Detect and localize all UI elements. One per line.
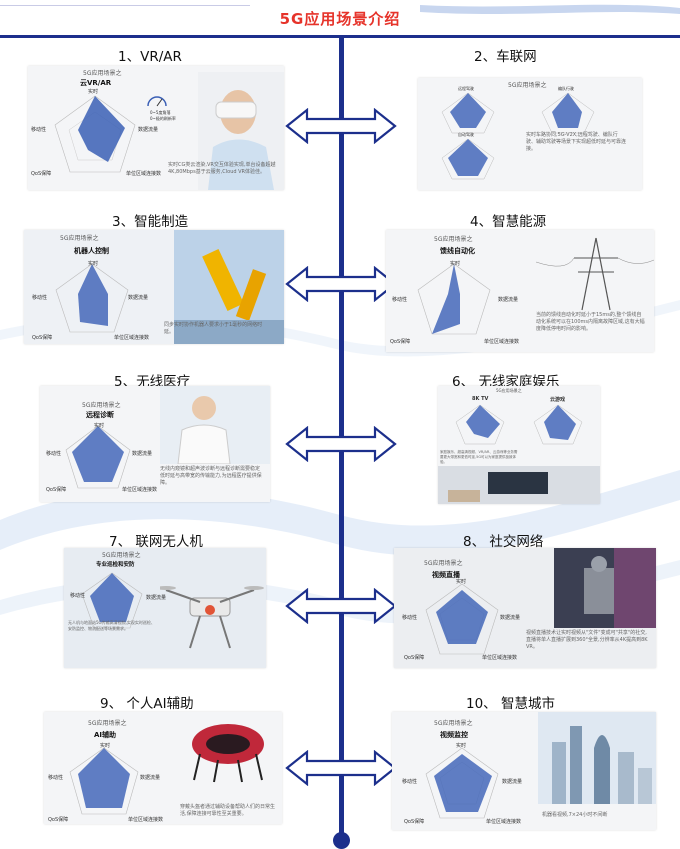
card-social-network: 5G应用场景之 视频直播 实时 数据流量 单位区域连接数 QoS保障 移动性 视… — [394, 548, 656, 668]
double-arrow-2 — [285, 266, 397, 302]
radar-chart-manufacturing — [55, 263, 129, 333]
double-arrow-3 — [285, 426, 397, 462]
item-title-drone: 7、 联网无人机 — [109, 534, 203, 550]
card-description: 实时车路协同,5G-V2X,远程驾驶、编队行驶、辅助驾驶等场景下实现超低时延与可… — [526, 132, 627, 152]
item-title-car-network: 2、车联网 — [474, 49, 537, 65]
item-title-smart-manufacturing: 3、智能制造 — [112, 214, 189, 230]
radar-chart-drone — [81, 572, 143, 629]
scene-caption: 5G应用场景之 — [83, 70, 122, 77]
living-room-photo — [438, 466, 600, 504]
helmet-photo — [192, 724, 264, 783]
item-title-vr-ar: 1、VR/AR — [118, 49, 182, 65]
city-skyline-photo — [538, 712, 656, 804]
card-home-entertainment: 5G应用场景之 8K TV 云游戏 家庭娱乐、超高清视频、VR/AR、云游戏等业… — [438, 386, 600, 504]
scene-subtitle: 云VR/AR — [80, 79, 112, 87]
item-title-ai-assist: 9、 个人AI辅助 — [100, 696, 194, 712]
radar-chart-car-3 — [441, 138, 495, 180]
gauge-icon — [147, 96, 167, 107]
radar-chart-energy — [417, 263, 491, 335]
page-title: 5G应用场景介绍 — [279, 10, 401, 28]
radar-chart-ai — [69, 747, 139, 815]
item-title-smart-city: 10、 智慧城市 — [466, 696, 555, 712]
power-tower-photo — [536, 237, 654, 311]
robot-arm-photo — [174, 230, 284, 344]
vr-headset-person-photo — [198, 72, 284, 190]
radar-chart-city — [425, 747, 499, 819]
card-ai-assist: 5G应用场景之 AI辅助 实时 数据流量 单位区域连接数 QoS保障 移动性 穿… — [44, 712, 282, 824]
card-smart-city: 5G应用场景之 视频监控 实时 数据流量 单位区域连接数 QoS保障 移动性 机… — [392, 712, 656, 830]
doctor-photo — [160, 386, 270, 464]
card-smart-energy: 5G应用场景之 馈线自动化 实时 数据流量 单位区域连接数 QoS保障 移动性 … — [386, 230, 654, 352]
card-description: 实时CG类云渲染,VR交互体验实现,单台设备超越4K,80Mbps基于云服务,C… — [168, 162, 276, 175]
radar-chart-vr — [54, 95, 136, 173]
live-stream-robot-photo — [554, 548, 656, 628]
card-smart-manufacturing: 5G应用场景之 机器人控制 实时 数据流量 单位区域连接数 QoS保障 移动性 … — [24, 230, 284, 344]
radar-chart-car-1 — [441, 92, 495, 134]
radar-chart-8k-tv — [455, 404, 505, 445]
card-wireless-medical: 5G应用场景之 远程诊断 实时 数据流量 单位区域连接数 QoS保障 移动性 无… — [40, 386, 270, 502]
radar-chart-medical — [65, 425, 131, 489]
double-arrow-1 — [285, 108, 397, 144]
drone-photo — [160, 586, 264, 649]
card-vr-ar: 5G应用场景之 云VR/AR 实时 数据流量 单位区域连接数 QoS保障 移动性… — [28, 66, 284, 190]
radar-chart-car-2 — [541, 92, 595, 134]
item-title-smart-energy: 4、智慧能源 — [470, 214, 547, 230]
double-arrow-5 — [285, 750, 397, 786]
double-arrow-4 — [285, 588, 397, 624]
top-thin-line — [0, 5, 250, 6]
card-drone: 5G应用场景之 专业巡检和安防 数据流量 移动性 无人机与地面站5G传输高清视频… — [64, 548, 266, 668]
card-car-network: 5G应用场景之 远程驾驶 编队行驶 自动驾驶 实时车路协同,5G-V2X,远程驾… — [418, 78, 642, 190]
item-title-social-network: 8、 社交网络 — [463, 534, 544, 550]
radar-chart-cloud-game — [533, 404, 583, 445]
radar-chart-live — [425, 583, 499, 655]
